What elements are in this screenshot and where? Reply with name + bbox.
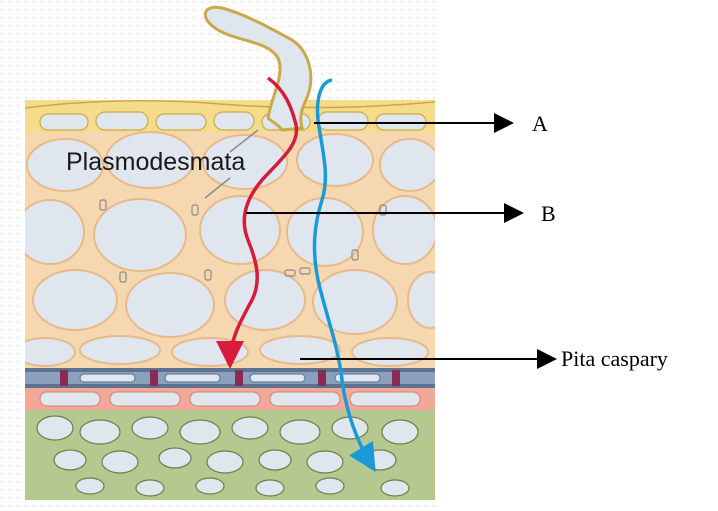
pericycle-layer [25, 388, 435, 410]
casparian-label: Pita caspary [561, 346, 668, 371]
label-a: A [532, 111, 548, 136]
label-b: B [541, 201, 556, 226]
endodermis-layer [25, 368, 435, 388]
stele-tissue [25, 410, 435, 500]
epidermis-layer [25, 100, 435, 132]
plasmodesmata-label: Plasmodesmata [66, 148, 245, 176]
